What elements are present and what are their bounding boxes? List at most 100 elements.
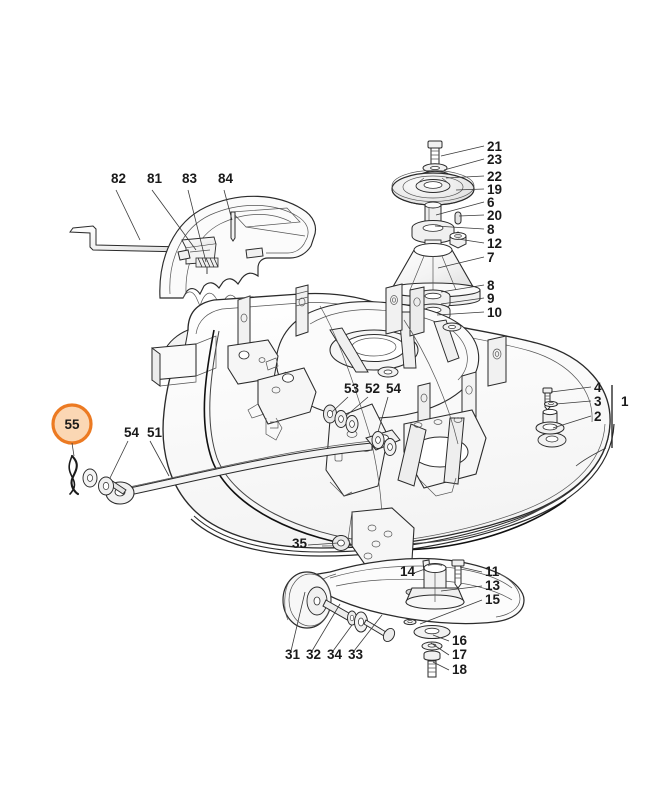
callout-label-c10[interactable]: 10 — [487, 305, 502, 320]
callout-leader-4 — [550, 386, 592, 393]
chute-rib-1 — [185, 214, 292, 294]
callout-label-c6[interactable]: 6 — [487, 195, 495, 210]
deck-post-mid — [295, 284, 309, 337]
callout-label-c19[interactable]: 19 — [487, 182, 502, 197]
washer-17 — [421, 641, 443, 651]
callout-label-c3[interactable]: 3 — [594, 394, 602, 409]
deck-mount-foot — [419, 477, 457, 497]
bracket-left2-hole-1 — [282, 373, 294, 383]
highlight-label: 55 — [64, 417, 80, 432]
callout-leader-19 — [455, 188, 485, 191]
deck-contour-seam — [319, 305, 383, 525]
bolt-33 — [363, 619, 396, 643]
callout-label-c8a[interactable]: 8 — [487, 222, 495, 237]
chute-panel-seam-2 — [245, 226, 306, 237]
support-hole-1 — [367, 524, 377, 532]
callout-leader-83 — [187, 189, 207, 263]
nut-2 — [535, 408, 565, 435]
callout-label-c14[interactable]: 14 — [400, 564, 416, 579]
callout-label-c13[interactable]: 13 — [485, 578, 501, 593]
deck-mount-hole-3 — [453, 417, 463, 423]
deck-post-far-right — [487, 335, 507, 387]
chute-spring-83 — [195, 257, 219, 274]
chute-pin-84 — [230, 211, 236, 242]
callout-leader-9 — [440, 297, 485, 305]
highlight-marker[interactable]: 55 — [51, 403, 93, 457]
callout-label-c33[interactable]: 33 — [348, 647, 364, 662]
lead-1 — [575, 447, 607, 467]
callout-leader-23 — [443, 158, 485, 171]
belt-path-inner — [209, 330, 563, 545]
washer-52 — [345, 415, 359, 433]
callout-leader-54 — [109, 440, 129, 479]
callout-leader-35 — [307, 542, 339, 546]
callout-label-c23[interactable]: 23 — [487, 152, 503, 167]
deck-rib-c — [433, 319, 460, 363]
callout-leader-14 — [413, 568, 426, 574]
callout-label-c54a[interactable]: 54 — [124, 425, 140, 440]
chute-panel-seam — [231, 207, 301, 228]
callout-label-c8b[interactable]: 8 — [487, 278, 495, 293]
callout-label-c15[interactable]: 15 — [485, 592, 501, 607]
callout-label-c83[interactable]: 83 — [182, 171, 198, 186]
callout-label-c22[interactable]: 22 — [487, 169, 502, 184]
deck-chute-opening-side — [151, 347, 161, 387]
callout-label-c84[interactable]: 84 — [218, 171, 234, 186]
callout-label-c31[interactable]: 31 — [285, 647, 301, 662]
callout-label-c32[interactable]: 32 — [306, 647, 321, 662]
callout-label-c52[interactable]: 52 — [365, 381, 380, 396]
callout-leader-52 — [345, 396, 369, 417]
callout-label-c51[interactable]: 51 — [147, 425, 163, 440]
callout-label-c54b[interactable]: 54 — [386, 381, 402, 396]
callout-label-c4[interactable]: 4 — [594, 380, 602, 395]
callout-label-c16[interactable]: 16 — [452, 633, 468, 648]
washer-34-b — [354, 611, 368, 633]
callout-label-c81[interactable]: 81 — [147, 171, 163, 186]
callout-leader-15 — [419, 599, 483, 625]
deck-rib-a — [329, 327, 369, 373]
callout-label-c34[interactable]: 34 — [327, 647, 343, 662]
callout-leader-32 — [311, 603, 341, 652]
washer-16 — [413, 625, 451, 639]
callout-label-c11[interactable]: 11 — [485, 564, 500, 579]
callout-label-c20[interactable]: 20 — [487, 208, 502, 223]
callout-leader-8 — [434, 225, 485, 230]
callout-leader-21 — [440, 145, 485, 157]
blade-edge-top — [329, 565, 513, 589]
callout-leader-22 — [445, 175, 485, 179]
callout-label-c82[interactable]: 82 — [111, 171, 126, 186]
bracket-left-tab — [265, 357, 279, 371]
part-group-center-hardware — [323, 404, 397, 456]
callout-leader-81 — [151, 189, 197, 251]
part-group-blade — [282, 507, 525, 678]
callout-label-c7[interactable]: 7 — [487, 250, 495, 265]
bolt-18 — [423, 650, 441, 678]
callout-label-c17[interactable]: 17 — [452, 647, 467, 662]
deck-eyelet-2-bore — [383, 369, 393, 375]
deck-post-right-b — [409, 286, 425, 337]
deck-contour-seam-2 — [403, 319, 459, 445]
bolt-11 — [451, 559, 465, 589]
callout-label-c2[interactable]: 2 — [594, 409, 602, 424]
part-group-deck-hardware — [535, 385, 613, 467]
washer-3 — [544, 400, 558, 408]
wheel-31 — [282, 571, 332, 629]
callout-leader-13 — [440, 585, 483, 592]
chute-inner-contour — [169, 205, 309, 295]
callout-label-c35[interactable]: 35 — [292, 536, 308, 551]
chute-clip-a — [177, 249, 191, 261]
callout-label-c9[interactable]: 9 — [487, 291, 495, 306]
center-bracket-foot — [329, 481, 353, 497]
callout-label-c21[interactable]: 21 — [487, 139, 503, 154]
support-edge — [347, 511, 353, 547]
cotter-pin-55 — [68, 454, 80, 496]
callout-label-c18[interactable]: 18 — [452, 662, 468, 677]
deck-mount-rib-1 — [397, 423, 427, 487]
callout-label-c1[interactable]: 1 — [621, 394, 629, 409]
washer-54-d — [383, 438, 397, 456]
callout-leader-16 — [432, 634, 450, 642]
bracket-left-hole-2 — [258, 357, 266, 363]
callout-label-c53[interactable]: 53 — [344, 381, 360, 396]
washer-53-b — [334, 410, 348, 428]
callout-label-c12[interactable]: 12 — [487, 236, 502, 251]
